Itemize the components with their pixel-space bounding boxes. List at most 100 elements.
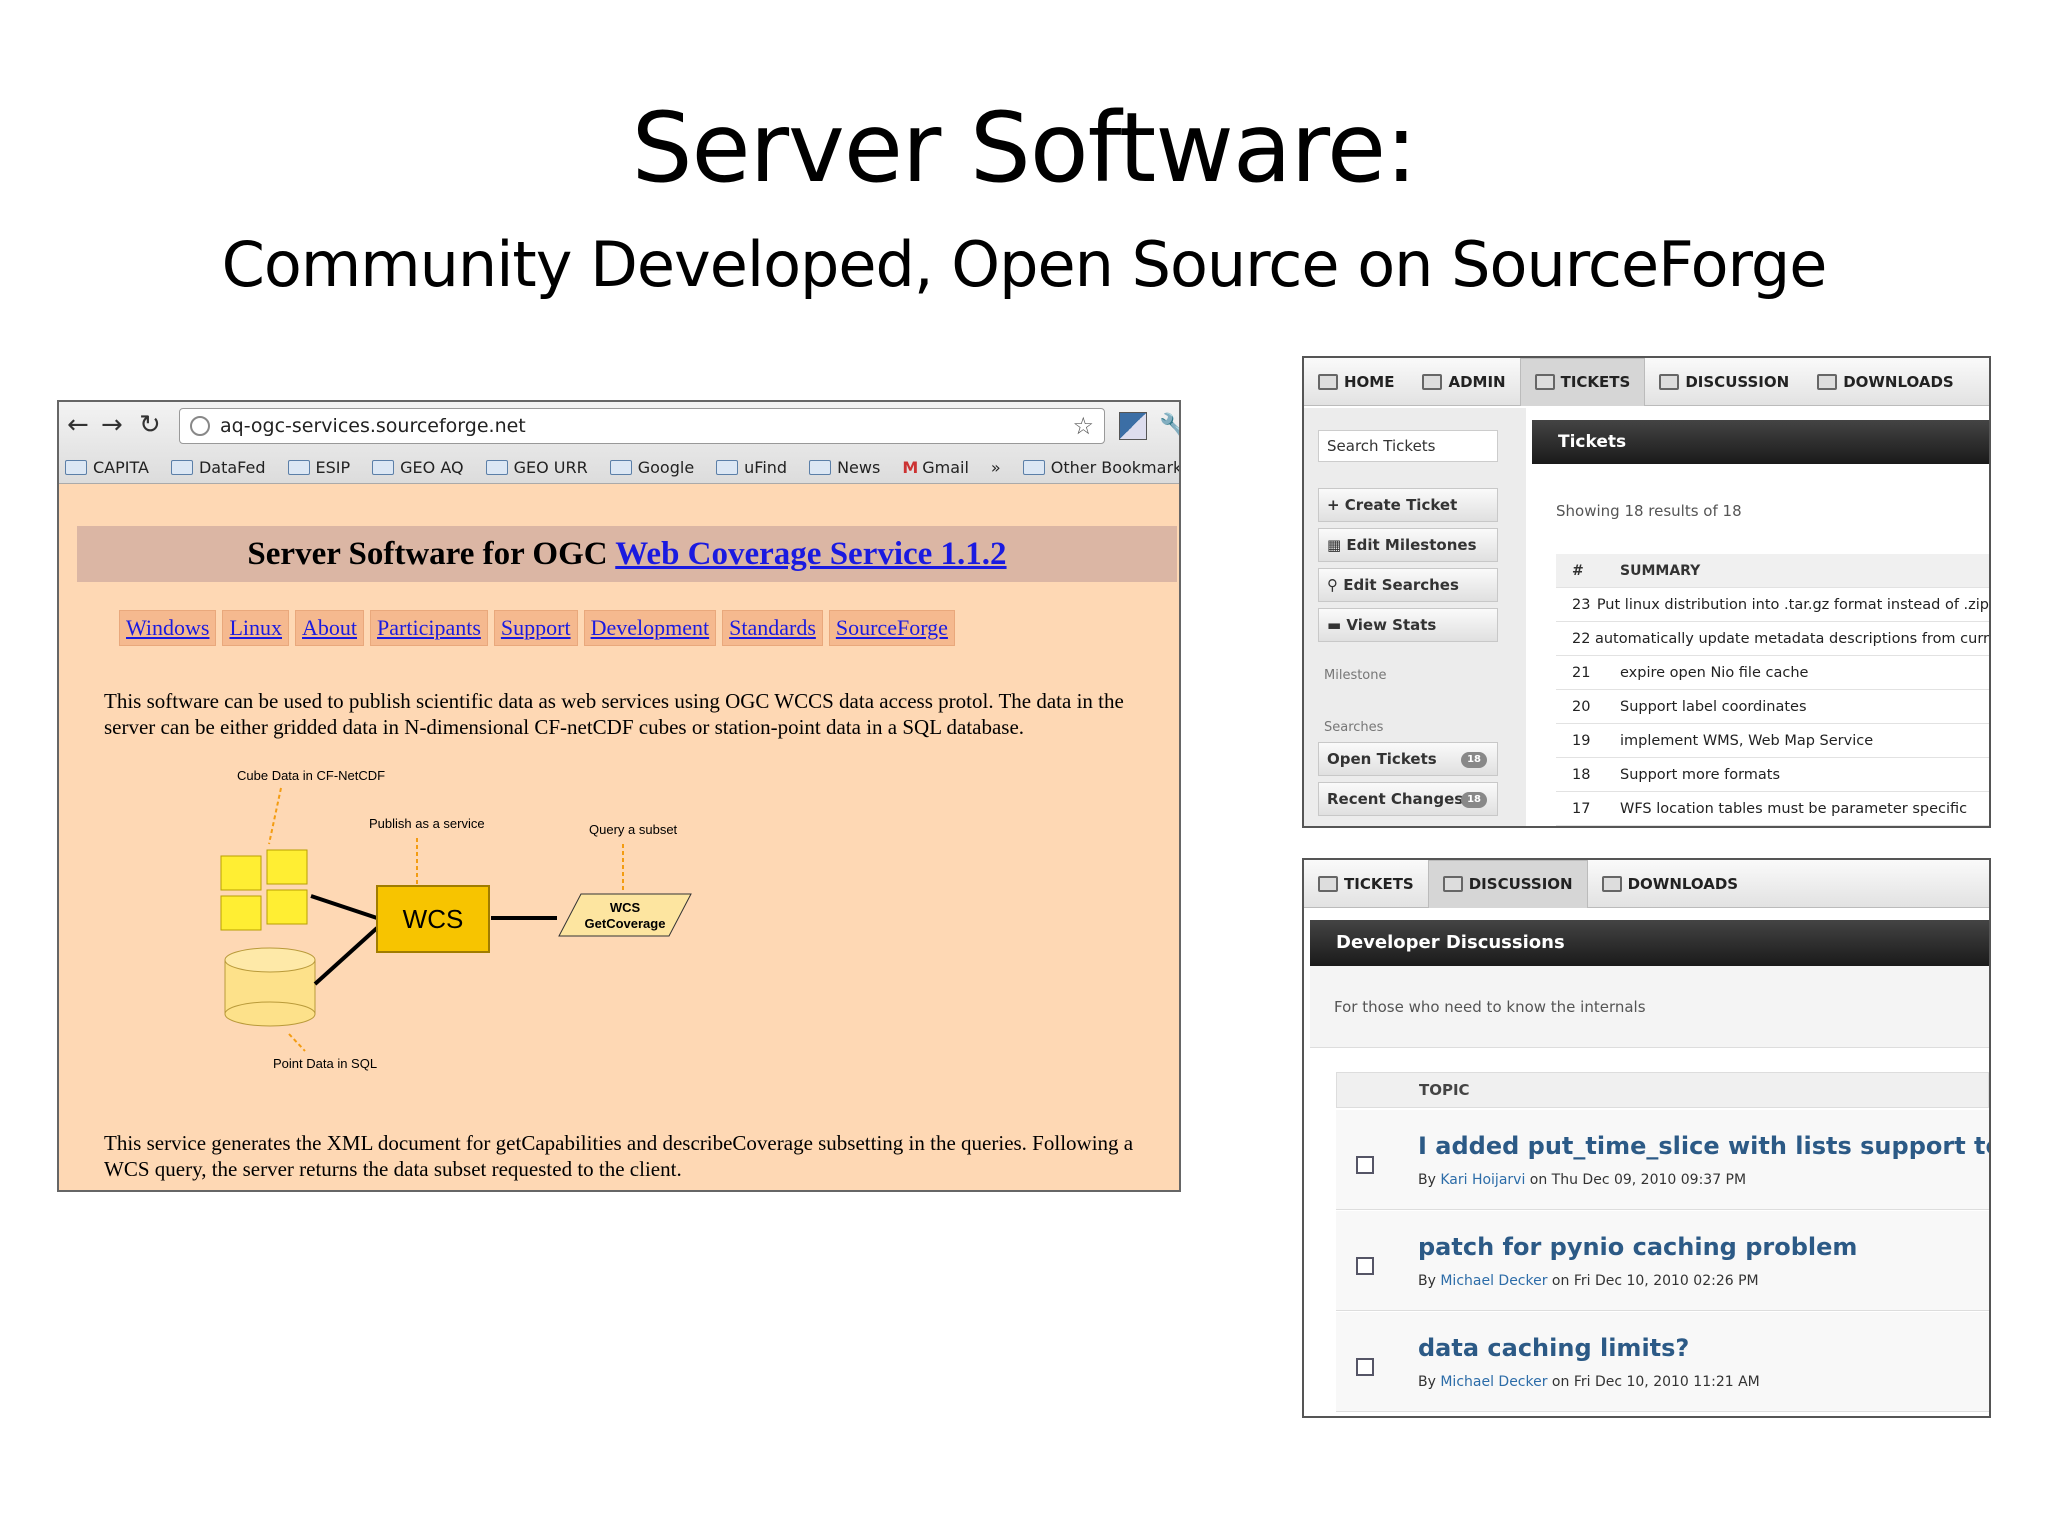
bookmark-item[interactable]: uFind — [716, 452, 787, 482]
wcs-diagram: Cube Data in CF-NetCDF Publish as a serv… — [220, 768, 692, 1071]
count-badge: 18 — [1461, 752, 1487, 768]
folder-icon — [609, 459, 632, 475]
author-link[interactable]: Michael Decker — [1440, 1273, 1548, 1289]
query-label: Query a subset — [589, 822, 678, 837]
nav-link-windows[interactable]: Windows — [119, 610, 217, 646]
wrench-icon[interactable]: 🔧 — [1159, 412, 1179, 440]
nav-link-participants[interactable]: Participants — [370, 610, 488, 646]
page-nav: Windows Linux About Participants Support… — [119, 610, 955, 646]
forward-arrow-icon[interactable]: → — [101, 410, 123, 440]
reload-icon[interactable]: ↻ — [139, 410, 161, 440]
search-icon: ⚲ — [1327, 576, 1344, 594]
stats-icon: ▬ — [1327, 616, 1347, 634]
arrow-cube-to-wcs — [310, 894, 378, 920]
tickets-sidebar: Search Tickets + Create Ticket ▦ Edit Mi… — [1304, 408, 1526, 826]
intro-paragraph: This software can be used to publish sci… — [104, 689, 1124, 739]
url-text: aq-ogc-services.sourceforge.net — [220, 415, 526, 437]
list-item: patch for pynio caching problem By Micha… — [1336, 1211, 1989, 1311]
tab-discussion[interactable]: DISCUSSION — [1645, 358, 1803, 406]
tab-admin[interactable]: ADMIN — [1408, 358, 1519, 406]
nav-link-sourceforge[interactable]: SourceForge — [828, 610, 955, 646]
discussion-icon — [1442, 876, 1463, 892]
publish-label: Publish as a service — [369, 816, 485, 831]
getcoverage-line2: GetCoverage — [585, 916, 666, 931]
slide-title: Server Software: — [631, 92, 1418, 204]
bookmark-item-other[interactable]: Other Bookmarks — [1022, 452, 1179, 482]
back-arrow-icon[interactable]: ← — [67, 410, 89, 440]
wcs-box — [376, 885, 490, 953]
tab-tickets[interactable]: TICKETS — [1304, 860, 1428, 908]
plus-icon: + — [1327, 496, 1345, 514]
browser-window: ← → ↻ aq-ogc-services.sourceforge.net ☆ … — [57, 400, 1181, 1192]
wcs-link[interactable]: Web Coverage Service 1.1.2 — [615, 536, 1007, 572]
downloads-icon — [1601, 875, 1622, 892]
bookmark-item[interactable]: News — [809, 452, 880, 482]
downloads-icon — [1817, 373, 1838, 390]
searches-label: Searches — [1324, 720, 1384, 735]
nav-link-support[interactable]: Support — [493, 610, 578, 646]
edit-searches-button[interactable]: ⚲ Edit Searches — [1318, 568, 1498, 602]
folder-icon — [287, 459, 310, 475]
bookmark-item[interactable]: ESIP — [287, 452, 350, 482]
tab-tickets[interactable]: TICKETS — [1519, 358, 1646, 406]
topic-meta: By Michael Decker on Fri Dec 10, 2010 11… — [1418, 1374, 1760, 1390]
topic-title-link[interactable]: data caching limits? — [1418, 1334, 1690, 1362]
create-ticket-button[interactable]: + Create Ticket — [1318, 488, 1498, 522]
extension-icon[interactable] — [1119, 412, 1147, 440]
nav-link-standards[interactable]: Standards — [722, 610, 823, 646]
tab-discussion[interactable]: DISCUSSION — [1427, 860, 1588, 908]
point-arrow — [288, 1033, 306, 1052]
edit-milestones-button[interactable]: ▦ Edit Milestones — [1318, 528, 1498, 562]
author-link[interactable]: Michael Decker — [1440, 1374, 1548, 1390]
address-bar[interactable]: aq-ogc-services.sourceforge.net ☆ — [179, 408, 1105, 444]
view-stats-button[interactable]: ▬ View Stats — [1318, 608, 1498, 642]
bookmark-item[interactable]: Google — [609, 452, 694, 482]
table-header: #SUMMARY — [1556, 554, 1989, 588]
topic-title-link[interactable]: patch for pynio caching problem — [1418, 1233, 1858, 1261]
arrow-db-to-wcs — [313, 926, 379, 986]
tab-downloads[interactable]: DOWNLOADS — [1588, 860, 1753, 908]
author-link[interactable]: Kari Hoijarvi — [1440, 1172, 1526, 1188]
milestone-label: Milestone — [1324, 668, 1387, 683]
bookmark-item[interactable]: CAPITA — [65, 452, 149, 482]
admin-icon — [1422, 373, 1443, 390]
outro-paragraph: This service generates the XML document … — [104, 1131, 1134, 1181]
folder-icon — [716, 459, 739, 475]
nav-link-development[interactable]: Development — [583, 610, 717, 646]
nav-link-about[interactable]: About — [295, 610, 365, 646]
cube-arrow — [268, 787, 282, 845]
topic-checkbox[interactable] — [1356, 1257, 1374, 1275]
tickets-panel: HOME ADMIN TICKETS DISCUSSION DOWNLOADS … — [1302, 356, 1991, 828]
star-icon[interactable]: ☆ — [1072, 412, 1094, 440]
bookmark-item[interactable]: DataFed — [170, 452, 266, 482]
tab-home[interactable]: HOME — [1304, 358, 1408, 406]
folder-icon — [1022, 459, 1045, 475]
bookmarks-overflow[interactable]: » — [990, 457, 1001, 477]
bookmark-item[interactable]: GEO URR — [485, 452, 588, 482]
topic-title-link[interactable]: I added put_time_slice with lists suppor… — [1418, 1132, 1989, 1160]
topic-checkbox[interactable] — [1356, 1358, 1374, 1376]
folder-icon — [65, 459, 87, 475]
results-count: Showing 18 results of 18 — [1556, 502, 1742, 520]
topic-checkbox[interactable] — [1356, 1156, 1374, 1174]
getcoverage-line1: WCS — [610, 900, 641, 915]
discussions-subheader: For those who need to know the internals — [1310, 966, 1989, 1048]
bookmark-item[interactable]: GEO AQ — [372, 452, 464, 482]
folder-icon — [170, 459, 193, 475]
slide-subtitle: Community Developed, Open Source on Sour… — [221, 228, 1828, 301]
tickets-icon — [1534, 374, 1555, 390]
tab-downloads[interactable]: DOWNLOADS — [1803, 358, 1968, 406]
nav-link-linux[interactable]: Linux — [222, 610, 290, 646]
search-tickets-input[interactable]: Search Tickets — [1318, 430, 1498, 462]
